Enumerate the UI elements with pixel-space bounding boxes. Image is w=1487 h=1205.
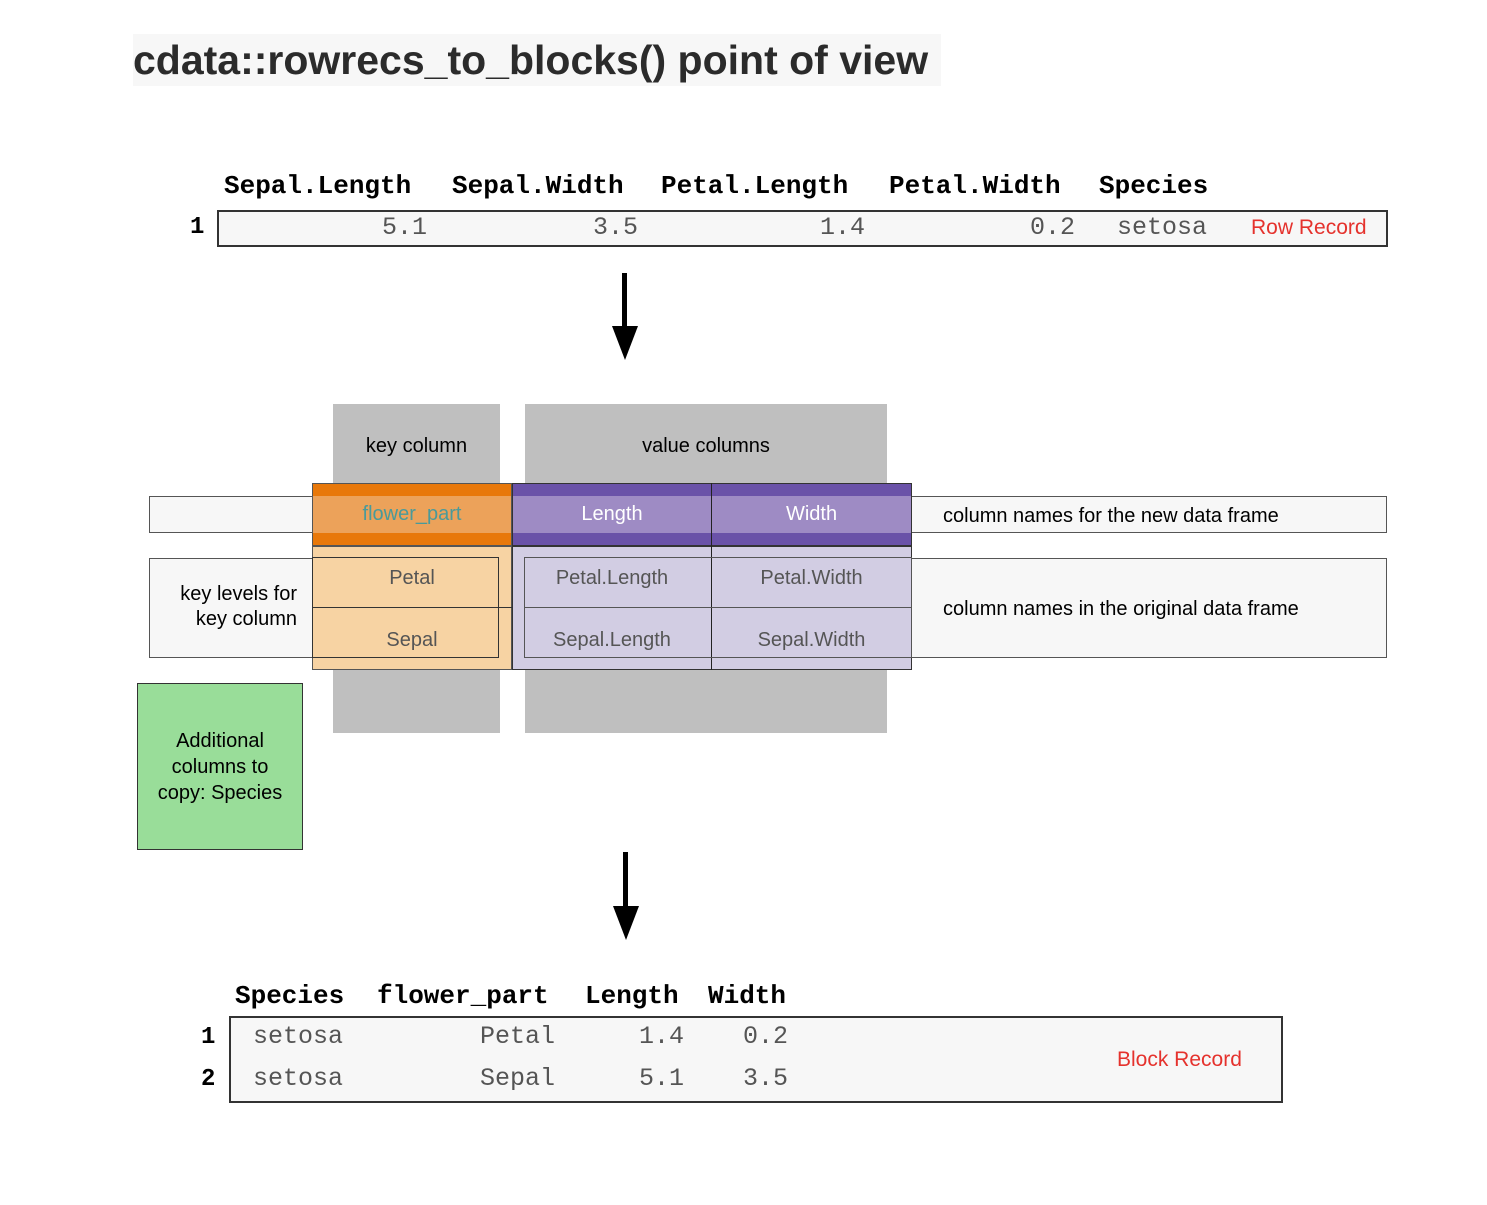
original-names-desc: column names in the original data frame	[943, 598, 1299, 620]
block-header-flower-part: flower_part	[377, 981, 549, 1011]
key-column-name: flower_part	[313, 496, 511, 533]
key-column-label: key column	[365, 435, 468, 457]
key-levels-divider	[312, 607, 524, 608]
row-record-box	[217, 210, 1388, 247]
down-arrow-icon-1	[612, 326, 638, 360]
block-row2-flower-part: Sepal	[480, 1064, 556, 1093]
block-row2-length: 5.1	[639, 1064, 685, 1093]
block-record-label: Block Record	[1117, 1048, 1242, 1071]
additional-line1: Additional	[176, 729, 264, 752]
value-cells-box	[524, 557, 912, 658]
key-level-petal-text: Petal	[389, 566, 435, 589]
key-levels-label: key levels for key column	[149, 582, 297, 632]
row-value-species: setosa	[1117, 213, 1208, 242]
page-title: cdata::rowrecs_to_blocks() point of view	[133, 34, 941, 86]
block-row1-species: setosa	[253, 1022, 344, 1051]
cell-sepal-length-text: Sepal.Length	[553, 628, 671, 651]
row-value-sepal-length: 5.1	[382, 213, 428, 242]
row-value-petal-length: 1.4	[820, 213, 866, 242]
key-body	[312, 546, 512, 670]
cell-sepal-width: Sepal.Width	[712, 625, 911, 655]
block-header-length: Length	[585, 981, 679, 1011]
additional-line2: columns to	[171, 755, 269, 778]
additional-columns-box: Additional columns to copy: Species	[137, 683, 303, 850]
value-columns-label: value columns	[642, 435, 770, 457]
block-header-species: Species	[235, 981, 345, 1011]
block-row-number-1: 1	[201, 1024, 216, 1051]
block-row2-species: setosa	[253, 1064, 344, 1093]
column-names-desc: column names for the new data frame	[943, 505, 1279, 527]
length-label: Length	[581, 503, 643, 525]
key-level-petal: Petal	[313, 563, 511, 593]
row-header-species: Species	[1099, 171, 1209, 201]
key-levels-label-line2: key column	[195, 608, 297, 630]
value-body-divider-v	[711, 546, 712, 670]
block-row1-length: 1.4	[639, 1022, 685, 1051]
block-row1-flower-part: Petal	[480, 1022, 556, 1051]
row-value-sepal-width: 3.5	[593, 213, 639, 242]
key-level-sepal: Sepal	[313, 625, 511, 655]
row-header-sepal-length: Sepal.Length	[224, 171, 412, 201]
row-record-number: 1	[190, 214, 205, 241]
cell-sepal-width-text: Sepal.Width	[757, 628, 866, 651]
row-header-petal-width: Petal.Width	[889, 171, 1061, 201]
cell-sepal-length: Sepal.Length	[513, 625, 711, 655]
cell-petal-length-text: Petal.Length	[555, 566, 669, 589]
value-column-name-length: Length	[513, 496, 711, 533]
value-column-name-width: Width	[712, 496, 911, 533]
cell-petal-length: Petal.Length	[513, 563, 711, 593]
additional-line3: copy: Species	[157, 781, 283, 804]
row-header-petal-length: Petal.Length	[661, 171, 849, 201]
row-value-petal-width: 0.2	[1030, 213, 1076, 242]
key-levels-label-line1: key levels for	[180, 583, 297, 605]
down-arrow-shaft-1	[622, 273, 627, 328]
key-level-sepal-text: Sepal	[386, 628, 438, 651]
cell-petal-width: Petal.Width	[712, 563, 911, 593]
value-header-divider	[711, 483, 712, 546]
row-record-label: Row Record	[1251, 216, 1367, 239]
flower-part-label: flower_part	[362, 503, 462, 525]
width-label: Width	[785, 503, 838, 525]
value-body-divider-h	[524, 607, 912, 608]
block-header-width: Width	[708, 981, 787, 1011]
value-body	[512, 546, 912, 670]
down-arrow-shaft-2	[623, 852, 628, 908]
cell-petal-width-text: Petal.Width	[760, 566, 863, 589]
block-row1-width: 0.2	[743, 1022, 789, 1051]
block-row2-width: 3.5	[743, 1064, 789, 1093]
block-row-number-2: 2	[201, 1066, 216, 1093]
block-record-box	[229, 1016, 1283, 1103]
down-arrow-icon-2	[613, 906, 639, 940]
row-header-sepal-width: Sepal.Width	[452, 171, 624, 201]
